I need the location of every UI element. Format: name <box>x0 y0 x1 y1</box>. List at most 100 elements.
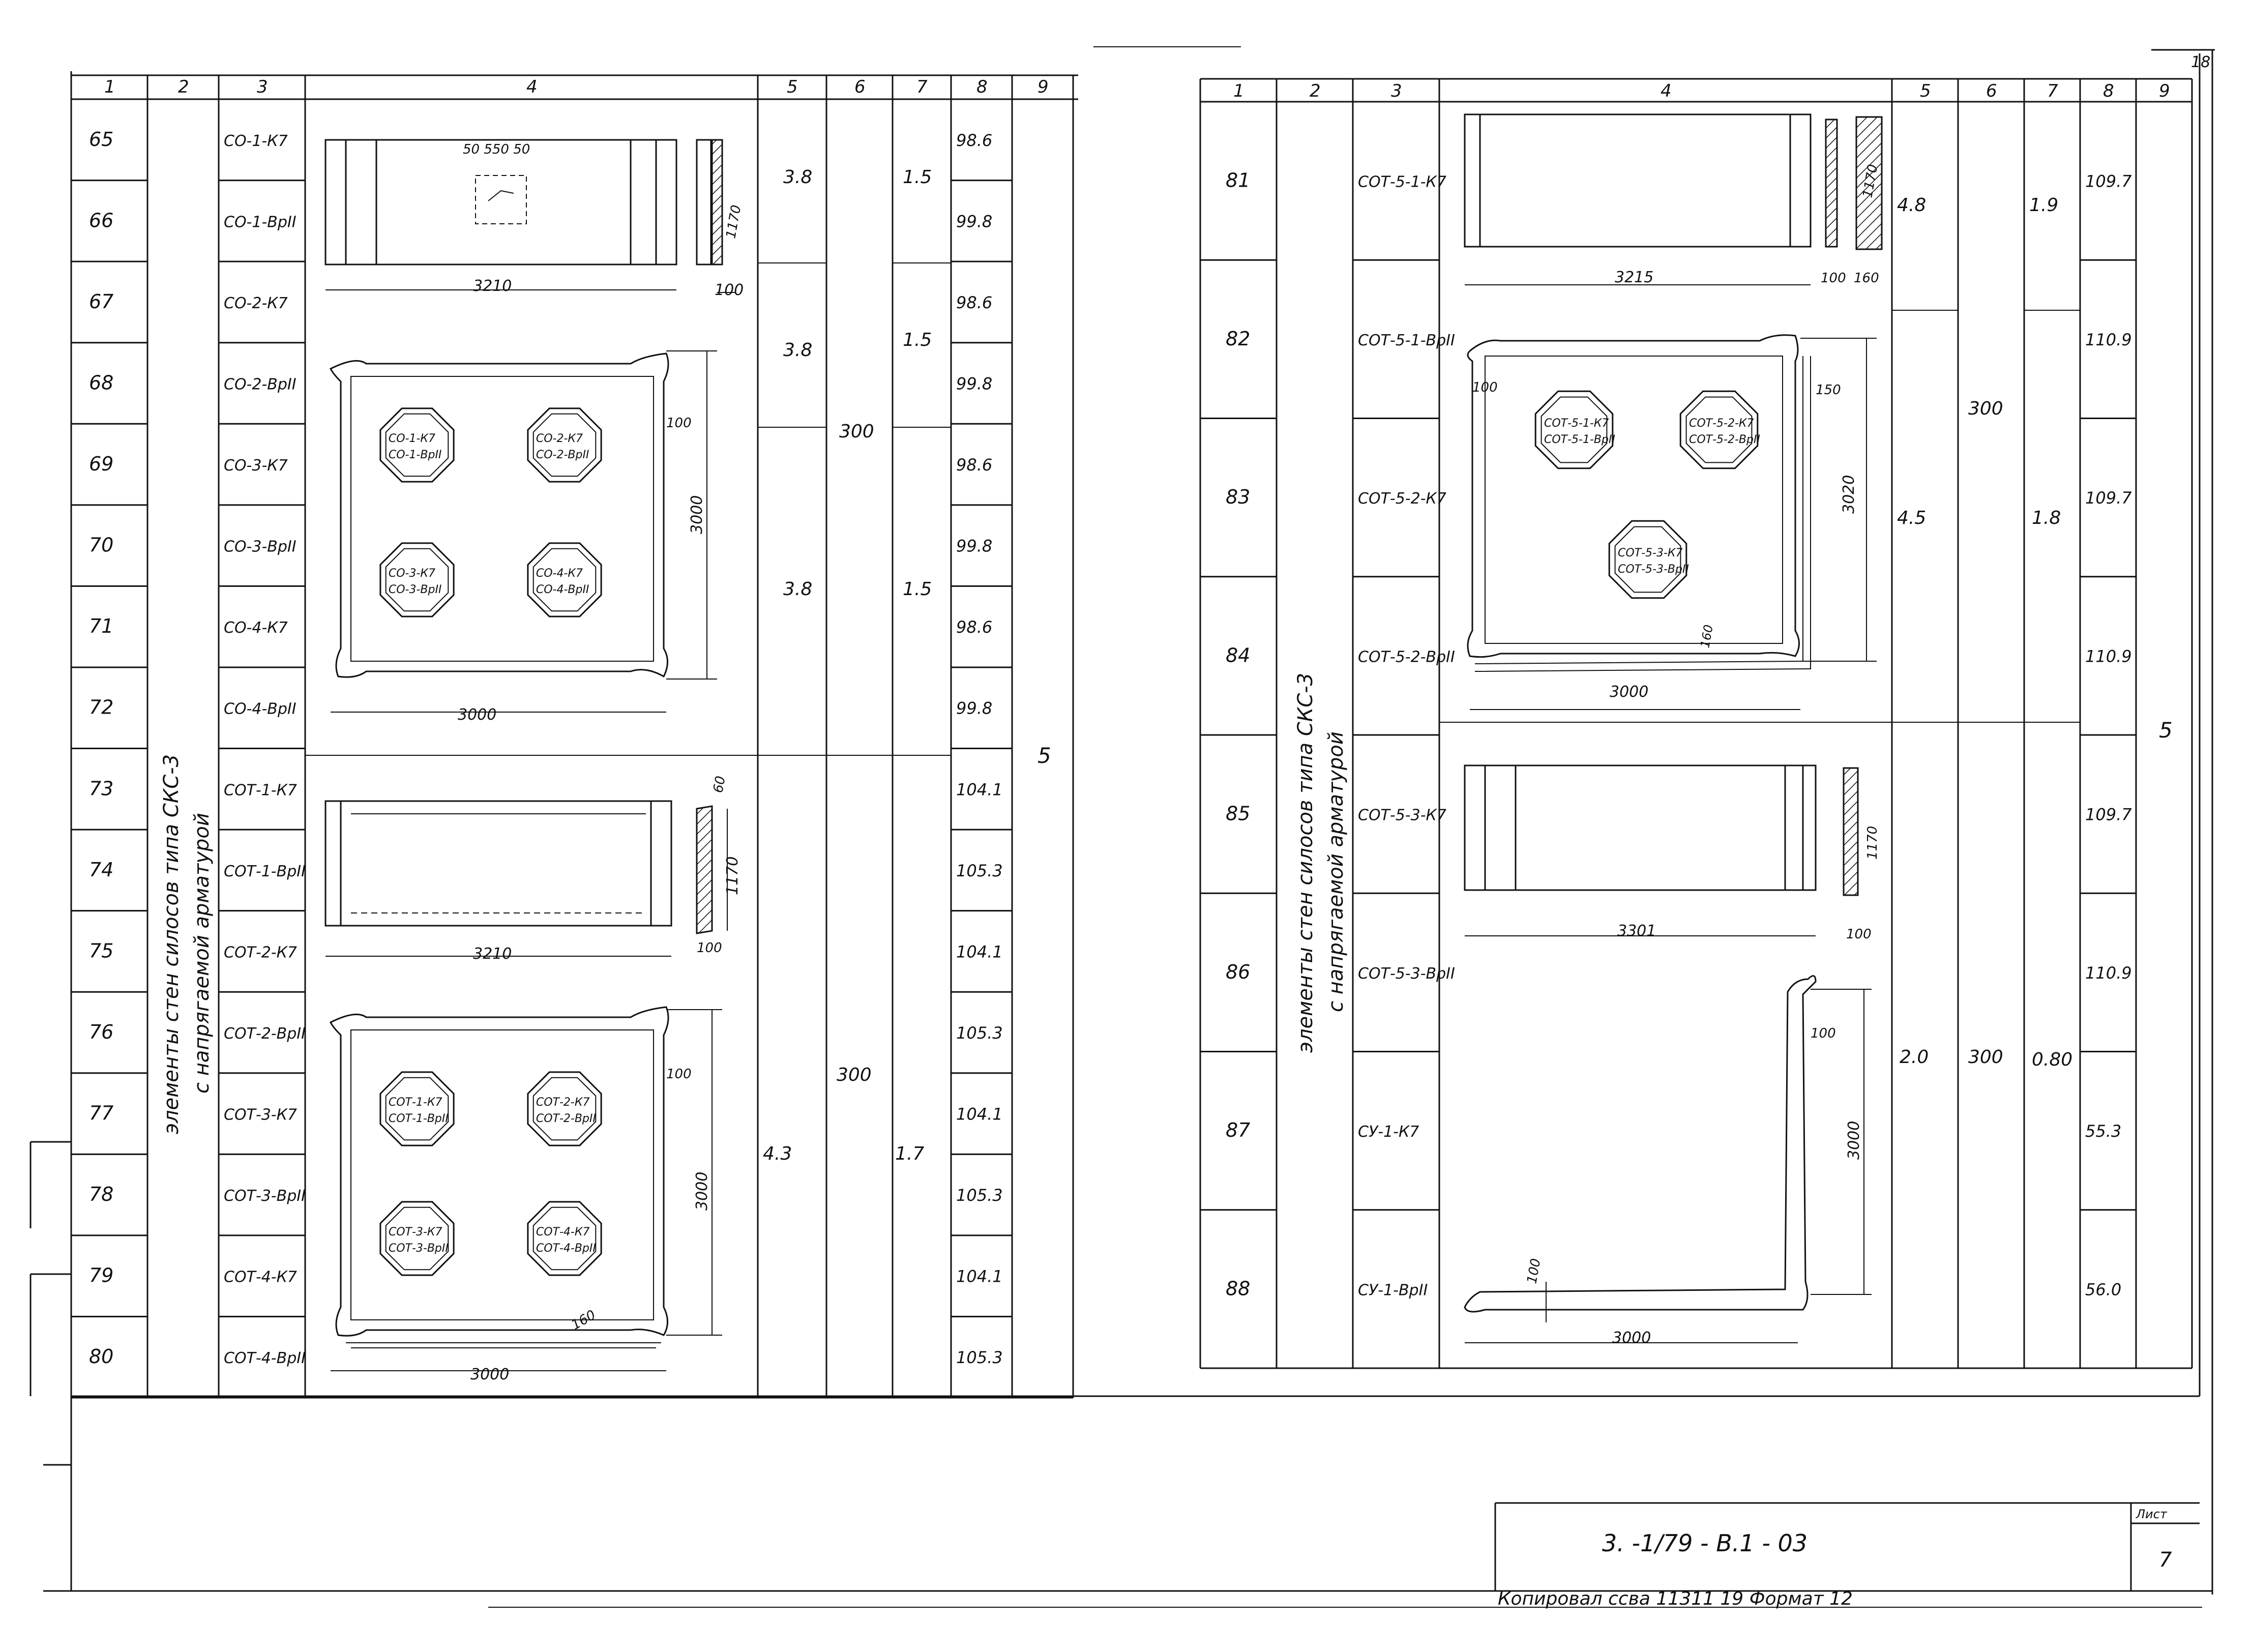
octagon-label-k7: СО-4-К7 <box>536 567 583 580</box>
octagon-outline <box>527 1201 602 1276</box>
octagon-label-k7: СОТ-5-3-К7 <box>1618 547 1683 559</box>
row-value-col8: 109.7 <box>2085 805 2132 824</box>
dim-r-plate-w: 3215 <box>1615 269 1653 286</box>
dim-plate-s: 100 <box>715 281 744 299</box>
lt-c7-c: 1.5 <box>903 579 932 600</box>
row-value-col8: 55.3 <box>2085 1122 2121 1141</box>
rt-c6-b: 300 <box>1968 1047 2003 1068</box>
dim-r-sq-off2: 150 <box>1816 382 1841 398</box>
element-mark: СОТ-5-1-ВрII <box>1358 332 1455 349</box>
octagon-label-k7: СОТ-5-1-К7 <box>1544 417 1609 430</box>
column-header: 2 <box>1310 81 1321 101</box>
octagon-inner <box>532 1206 597 1271</box>
octagon-inner <box>1540 396 1608 463</box>
drawing-plate-co1: 50 550 50 3210 100 1170 <box>324 139 744 299</box>
column-header: 9 <box>2159 81 2170 101</box>
footer-stamp: Копировал ссва 11311 19 Формат 12 <box>1498 1588 1853 1609</box>
octagon-label-bp: СО-2-ВрII <box>536 449 589 461</box>
column-header: 1 <box>1233 81 1244 101</box>
drawing-square-co: 3000 3000 100 <box>329 350 717 724</box>
dim-sq2-off: 100 <box>666 1067 692 1082</box>
dim-r-su-h: 1170 <box>1865 826 1880 860</box>
rt-c7-a: 1.9 <box>2029 195 2058 216</box>
column-header: 7 <box>2047 81 2058 101</box>
octagon-label-bp: СОТ-4-ВрII <box>536 1242 596 1255</box>
drawing-plate-cot1: 3210 1170 60 100 <box>324 775 742 963</box>
element-mark: СОТ-4-К7 <box>224 1268 297 1286</box>
row-number: 67 <box>89 290 113 313</box>
drawing-l-section-cu1: 3000 3000 100 100 <box>1464 975 1872 1347</box>
row-number: 84 <box>1226 644 1250 666</box>
element-mark: СОТ-5-3-ВрII <box>1358 965 1455 983</box>
element-mark: СУ-1-ВрII <box>1358 1281 1428 1299</box>
lt-c5-b: 3.8 <box>783 340 812 361</box>
element-mark: СОТ-4-ВрII <box>224 1349 306 1367</box>
drawing-square-cot: 3000 3000 100 160 <box>329 1006 722 1383</box>
lt-c7-b: 1.5 <box>903 330 932 350</box>
row-number: 88 <box>1226 1277 1250 1300</box>
row-value-col8: 110.9 <box>2085 646 2132 666</box>
rt-c5-b: 4.5 <box>1897 508 1926 528</box>
rt-group-label-2: с напрягаемой арматурой <box>1324 731 1348 1012</box>
octagon-outline <box>379 1071 455 1146</box>
rt-group-label-1: элементы стен силосов типа СКС-3 <box>1294 673 1317 1053</box>
drawing-plate-cu1: 3301 1170 100 <box>1464 764 1880 942</box>
octagon-inner <box>1685 396 1753 463</box>
element-mark: СО-1-К7 <box>224 132 288 150</box>
octagon-labels-cot: СОТ-1-К7СОТ-1-ВрIIСОТ-2-К7СОТ-2-ВрIIСОТ-… <box>379 1071 602 1276</box>
title-block: 3. -1/79 - В.1 - 03 Лист 7 Копировал ссв… <box>1494 1502 2200 1609</box>
rt-c5-c: 2.0 <box>1900 1047 1929 1068</box>
row-value-col8: 109.7 <box>2085 488 2132 508</box>
row-number: 79 <box>89 1264 113 1287</box>
octagon-label-k7: СО-3-К7 <box>389 567 435 580</box>
lt-c5-c: 3.8 <box>783 579 812 600</box>
row-number: 75 <box>89 939 113 962</box>
row-value-col8: 105.3 <box>956 1023 1003 1043</box>
row-number: 69 <box>89 453 113 475</box>
octagon-outline <box>379 407 455 483</box>
row-number: 71 <box>89 615 113 637</box>
dim-plate-h: 1170 <box>723 204 744 240</box>
row-value-col8: 98.6 <box>956 455 992 475</box>
element-mark: СОТ-3-ВрII <box>224 1187 306 1205</box>
column-header: 1 <box>104 77 115 97</box>
dim-r-sq-h: 3020 <box>1840 475 1858 514</box>
octagon-inner <box>385 413 449 477</box>
column-header: 2 <box>178 77 189 97</box>
rt-c9: 5 <box>2159 718 2173 743</box>
rt-c5-a: 4.8 <box>1897 195 1926 216</box>
element-mark: СОТ-2-ВрII <box>224 1025 306 1043</box>
dim-r-sq-c: 160 <box>1698 624 1716 649</box>
dim-sq-h: 3000 <box>688 495 706 534</box>
row-number: 87 <box>1226 1119 1250 1141</box>
left-table-grid <box>70 74 1078 1399</box>
element-mark: СОТ-5-2-ВрII <box>1358 648 1455 666</box>
dim-plate2-t: 60 <box>710 775 728 794</box>
element-mark: СУ-1-К7 <box>1358 1123 1419 1141</box>
octagon-inner <box>385 1206 449 1271</box>
column-header: 8 <box>976 77 988 97</box>
element-mark: СОТ-2-К7 <box>224 943 297 961</box>
element-mark: СОТ-5-2-К7 <box>1358 490 1446 508</box>
dim-sq2-c: 160 <box>569 1307 599 1333</box>
octagon-labels-cot5: СОТ-5-1-К7СОТ-5-1-ВрIIСОТ-5-2-К7СОТ-5-2-… <box>1534 390 1760 599</box>
row-number: 77 <box>89 1102 113 1125</box>
column-header: 3 <box>257 77 268 97</box>
right-table-grid <box>1199 78 2193 1369</box>
row-value-col8: 98.6 <box>956 293 992 312</box>
element-mark: СО-3-К7 <box>224 457 288 475</box>
dim-r-l-w: 3000 <box>1612 1329 1651 1347</box>
lt-c9: 5 <box>1038 743 1051 768</box>
octagon-inner <box>532 548 597 612</box>
column-header: 9 <box>1038 77 1049 97</box>
row-value-col8: 109.7 <box>2085 172 2132 191</box>
dim-plate2-w: 3210 <box>473 945 512 963</box>
dim-r-plate-s1: 100 <box>1821 271 1846 286</box>
element-mark: СОТ-3-К7 <box>224 1106 297 1124</box>
column-header: 5 <box>1920 81 1931 101</box>
dim-r-l-t2: 100 <box>1524 1257 1544 1285</box>
lt-c5-a: 3.8 <box>783 167 812 188</box>
